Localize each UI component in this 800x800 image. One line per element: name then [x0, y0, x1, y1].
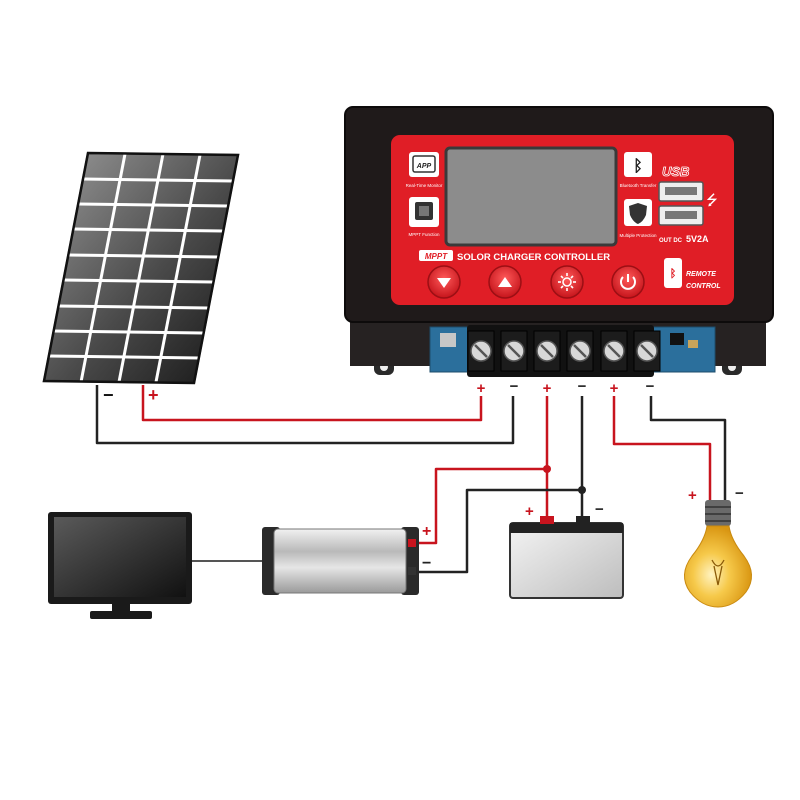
mppt-caption: MPPT Function — [409, 232, 440, 237]
battery — [509, 516, 624, 599]
arrow-down-icon — [437, 278, 451, 288]
monitor-screen — [54, 517, 186, 597]
panel-positive-sign: + — [148, 385, 159, 405]
terminal-sign-6: − — [646, 378, 655, 395]
battery-negative-post — [576, 516, 590, 524]
remote-line2: CONTROL — [686, 283, 721, 290]
terminal-screw-3[interactable] — [533, 330, 561, 372]
out-dc-label: OUT DC — [659, 238, 683, 244]
lcd-screen — [444, 146, 618, 247]
lamp-negative-sign: − — [735, 485, 744, 502]
sun-gear-icon — [558, 273, 576, 291]
terminal-screws — [467, 330, 661, 372]
remote-line1: REMOTE — [686, 271, 716, 278]
wire-panel-positive — [141, 385, 483, 422]
settings-button[interactable] — [550, 265, 584, 299]
wire-panel-negative — [95, 385, 515, 445]
usb-symbol-icon: ⭍ — [706, 192, 718, 208]
wire-inverter-negative — [418, 488, 582, 574]
wire-inverter-positive — [418, 467, 547, 545]
monitor-load — [48, 512, 192, 619]
terminal-sign-1: + — [477, 380, 486, 397]
battery-positive-sign: + — [525, 503, 534, 520]
bulb-filament — [711, 559, 725, 586]
junction-positive — [543, 465, 551, 473]
wires — [95, 385, 727, 574]
app-badge: APP — [416, 163, 432, 170]
battery-body — [509, 522, 624, 599]
up-button[interactable] — [488, 265, 522, 299]
down-button[interactable] — [427, 265, 461, 299]
app-caption: Real-Time Monitor — [406, 183, 443, 188]
out-dc-value: 5V2A — [686, 234, 709, 244]
terminal-signs: + − + − + − — [477, 378, 655, 397]
terminal-screw-6[interactable] — [633, 330, 661, 372]
panel-negative-sign: − — [103, 385, 114, 405]
panel-grid-lines — [48, 153, 234, 383]
controller-title: SOLOR CHARGER CONTROLLER — [457, 252, 610, 263]
terminal-screw-1[interactable] — [467, 330, 495, 372]
phone-icon — [664, 258, 682, 288]
shield-icon — [629, 203, 647, 224]
terminal-sign-2: − — [510, 378, 519, 395]
light-bulb-load — [684, 500, 752, 608]
power-icon — [620, 274, 636, 290]
inverter-positive-sign: + — [422, 523, 431, 540]
bluetooth-icon: ᛒ — [633, 158, 643, 175]
terminal-screw-5[interactable] — [600, 330, 628, 372]
arrow-up-icon — [498, 277, 512, 287]
bluetooth-caption: Bluetooth Transfer — [620, 183, 657, 188]
wire-load-negative — [649, 396, 727, 503]
usb-label: USB — [662, 164, 689, 179]
junction-negative — [578, 486, 586, 494]
protection-caption: Multiple Protection — [619, 233, 657, 238]
charge-controller: APP Real-Time Monitor MPPT Function ᛒ Bl… — [344, 106, 774, 377]
power-button[interactable] — [611, 265, 645, 299]
monitor-stand — [90, 611, 152, 619]
inverter-negative-sign: − — [422, 555, 431, 572]
wire-load-positive — [612, 396, 712, 503]
battery-positive-post — [540, 516, 554, 524]
terminal-sign-3: + — [543, 380, 552, 397]
inverter — [262, 527, 419, 595]
bulb-socket — [705, 500, 731, 526]
phone-bluetooth-icon: ᛒ — [670, 268, 677, 280]
mppt-badge: MPPT — [425, 252, 448, 261]
battery-negative-sign: − — [595, 501, 604, 518]
solar-panel — [42, 151, 240, 385]
inverter-body — [273, 528, 407, 594]
terminal-screw-2[interactable] — [500, 330, 528, 372]
terminal-sign-4: − — [578, 378, 587, 395]
terminal-screw-4[interactable] — [566, 330, 594, 372]
lamp-positive-sign: + — [688, 487, 697, 504]
terminal-sign-5: + — [610, 380, 619, 397]
